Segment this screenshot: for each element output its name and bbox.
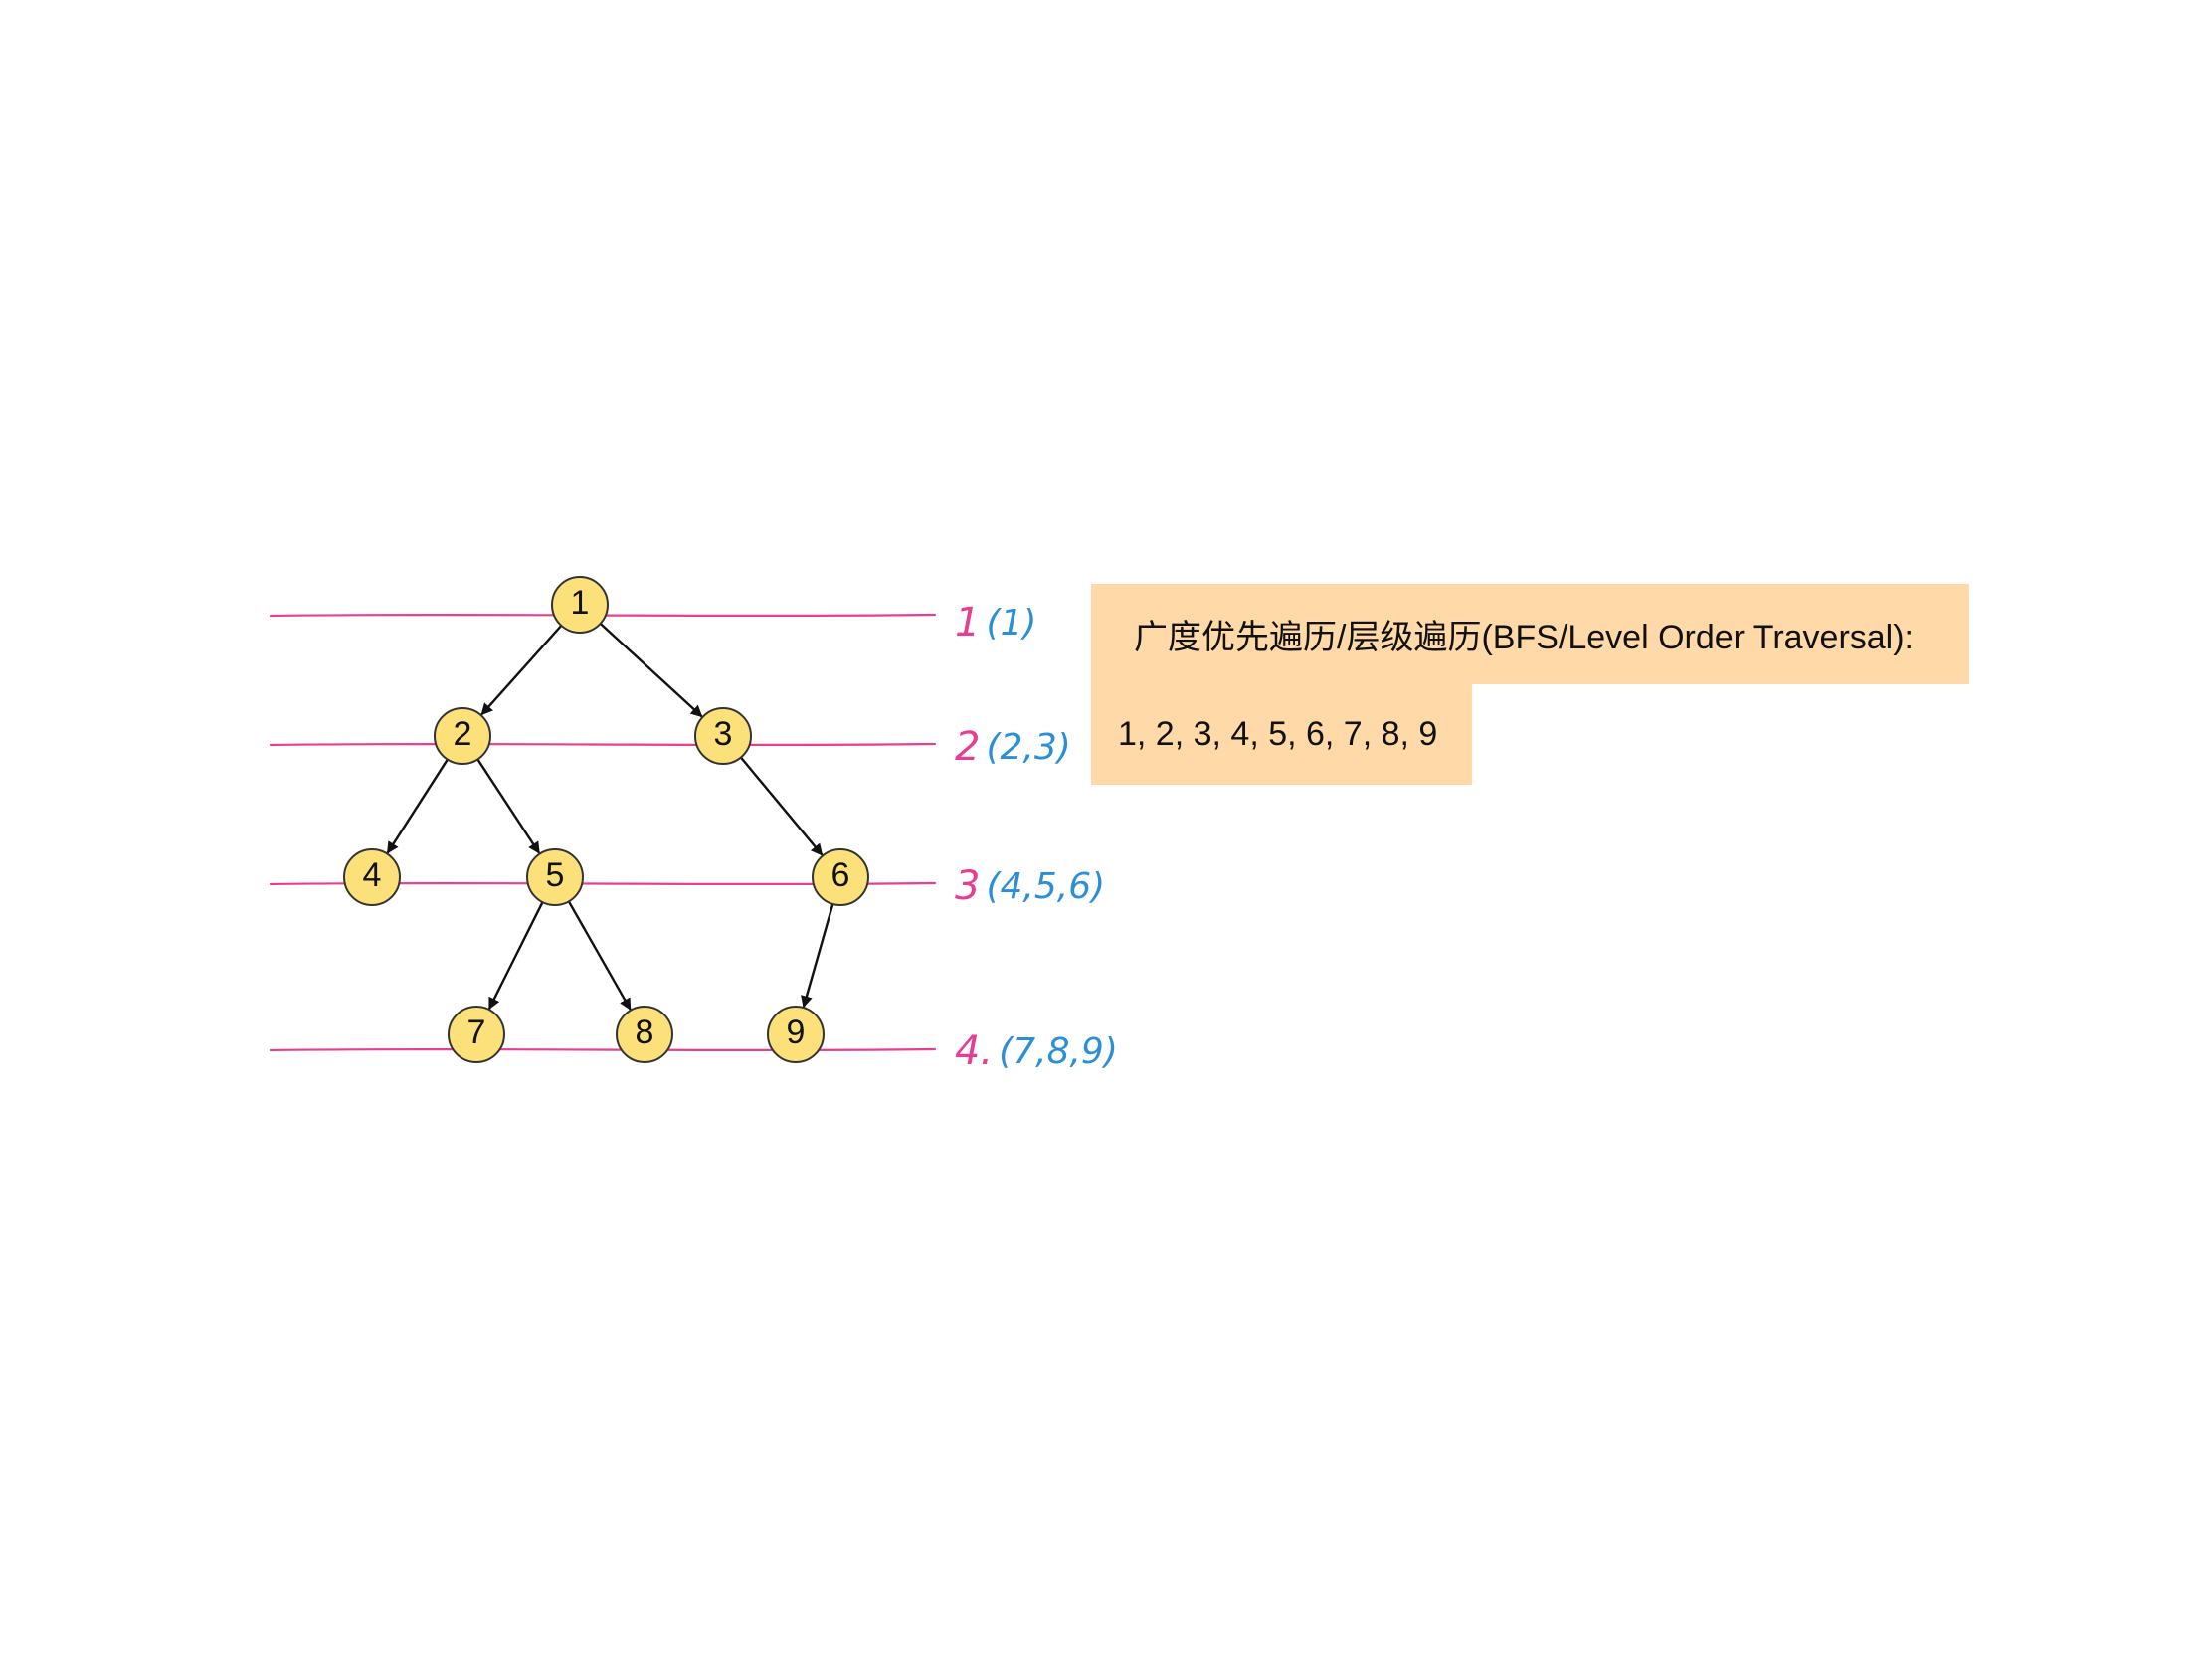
traversal-result: 1, 2, 3, 4, 5, 6, 7, 8, 9 [1118, 715, 1438, 753]
level-label-3: 3(4,5,6) [955, 863, 1105, 909]
edge-1-3 [599, 623, 703, 718]
node-circle [812, 848, 869, 906]
node-label: 3 [714, 715, 733, 753]
edge-6-9 [801, 903, 834, 1009]
tree-node-2: 2 [434, 707, 491, 765]
level-node-set: (4,5,6) [986, 866, 1105, 907]
node-circle [767, 1006, 825, 1063]
edge-2-5 [476, 758, 541, 854]
node-circle [434, 707, 491, 765]
edge-2-4 [386, 758, 449, 854]
level-label-4: 4.(7,8,9) [955, 1028, 1118, 1074]
level-line-2 [269, 742, 937, 747]
tree-node-6: 6 [812, 848, 869, 906]
tree-node-4: 4 [343, 848, 401, 906]
node-label: 5 [546, 856, 565, 894]
tree-node-1: 1 [551, 576, 609, 634]
tree-node-5: 5 [526, 848, 584, 906]
node-label: 2 [454, 715, 472, 753]
traversal-result-box: 1, 2, 3, 4, 5, 6, 7, 8, 9 [1091, 684, 1472, 785]
edge-3-6 [739, 756, 824, 856]
traversal-title: 广度优先遍历/层级遍历(BFS/Level Order Traversal): [1134, 619, 1915, 656]
level-node-set: (2,3) [986, 727, 1070, 768]
level-number: 1 [955, 600, 980, 645]
level-label-2: 2(2,3) [955, 724, 1071, 770]
node-circle [343, 848, 401, 906]
level-label-1: 1(1) [955, 600, 1036, 645]
node-circle [551, 576, 609, 634]
node-label: 7 [467, 1014, 486, 1051]
node-label: 1 [571, 584, 590, 622]
node-label: 6 [831, 856, 850, 894]
level-number: 2 [955, 724, 980, 770]
node-circle [448, 1006, 505, 1063]
tree-node-3: 3 [694, 707, 752, 765]
node-label: 4 [363, 856, 382, 894]
traversal-title-box: 广度优先遍历/层级遍历(BFS/Level Order Traversal): [1091, 584, 1969, 684]
node-circle [694, 707, 752, 765]
level-number: 4. [955, 1028, 993, 1074]
node-circle [526, 848, 584, 906]
node-circle [616, 1006, 673, 1063]
level-node-set: (7,8,9) [999, 1031, 1118, 1072]
level-number: 3 [955, 863, 980, 909]
node-label: 8 [636, 1014, 654, 1051]
edge-5-7 [487, 901, 544, 1011]
level-node-set: (1) [986, 603, 1036, 644]
edge-5-8 [567, 900, 632, 1011]
tree-node-7: 7 [448, 1006, 505, 1063]
tree-node-8: 8 [616, 1006, 673, 1063]
tree-node-9: 9 [767, 1006, 825, 1063]
node-label: 9 [787, 1014, 806, 1051]
edge-1-2 [480, 625, 563, 716]
level-line-4 [269, 1047, 937, 1052]
